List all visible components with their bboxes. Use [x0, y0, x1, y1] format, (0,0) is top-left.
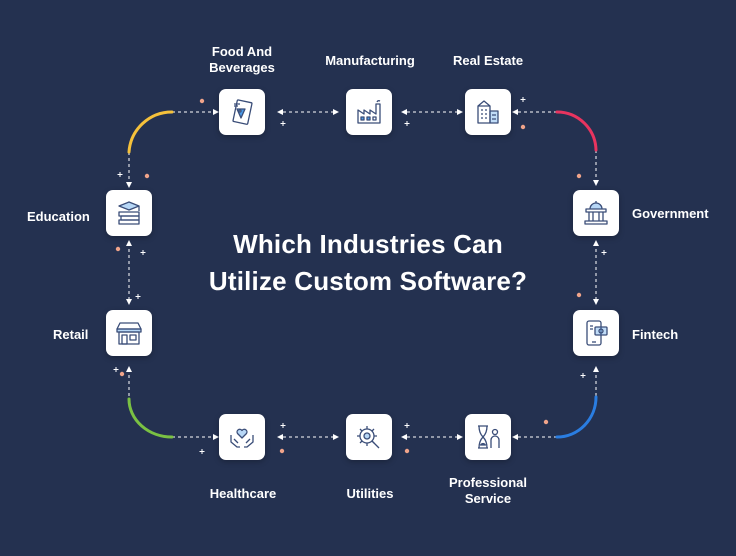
tile-professional-service — [465, 414, 511, 460]
tile-healthcare — [219, 414, 265, 460]
label-healthcare: Healthcare — [209, 486, 277, 501]
label-food-line-2: Beverages — [209, 60, 275, 75]
title-line-1: Which Industries Can — [233, 229, 503, 259]
label-manufacturing: Manufacturing — [325, 53, 415, 68]
label-government: Government — [632, 206, 709, 221]
plus-marks — [113, 97, 607, 454]
gear-wrench-icon — [357, 426, 380, 449]
decorations — [113, 97, 607, 454]
page-title: Which Industries Can Utilize Custom Soft… — [168, 226, 568, 300]
food-beverages-icon — [232, 99, 253, 125]
label-professional-line-2: Service — [464, 491, 512, 506]
tile-manufacturing — [346, 89, 392, 135]
tile-utilities — [346, 414, 392, 460]
arc-blue — [555, 395, 598, 439]
tile-food-beverages — [219, 89, 265, 135]
storefront-icon — [116, 322, 142, 345]
arc-yellow — [127, 110, 174, 154]
hourglass-person-icon — [478, 425, 500, 449]
tile-fintech — [573, 310, 619, 356]
books-graduation-icon — [118, 201, 140, 225]
arc-green — [127, 397, 174, 439]
factory-icon — [357, 100, 381, 124]
heart-hands-icon — [230, 428, 254, 448]
arrowheads — [126, 109, 599, 440]
corner-arcs — [127, 110, 598, 439]
arc-pink — [555, 110, 598, 152]
tile-government — [573, 190, 619, 236]
label-real-estate: Real Estate — [452, 53, 524, 68]
title-line-2: Utilize Custom Software? — [208, 266, 528, 296]
government-building-icon — [584, 201, 608, 225]
label-professional-line-1: Professional — [448, 475, 528, 490]
tile-real-estate — [465, 89, 511, 135]
label-food-beverages: Food And Beverages — [209, 44, 275, 76]
label-education: Education — [27, 209, 90, 224]
building-icon — [477, 100, 499, 124]
label-utilities: Utilities — [346, 486, 394, 501]
fintech-phone-icon — [586, 320, 608, 346]
label-professional-service: Professional Service — [449, 475, 527, 507]
label-food-line-1: Food And — [211, 44, 273, 59]
orange-dots — [115, 98, 582, 454]
tile-education — [106, 190, 152, 236]
dashed-connectors — [128, 111, 597, 438]
label-fintech: Fintech — [632, 327, 679, 342]
label-retail: Retail — [53, 327, 89, 342]
tile-retail — [106, 310, 152, 356]
